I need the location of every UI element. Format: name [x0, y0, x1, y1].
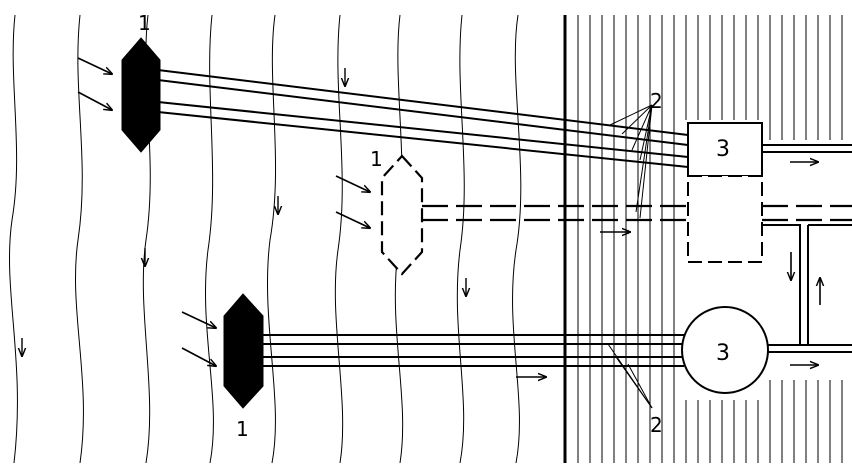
label-pipes-upper: 2 [650, 89, 663, 113]
label-intake-middle: 1 [370, 147, 383, 171]
label-2-leaders [607, 104, 653, 409]
flow-arrows [22, 68, 466, 356]
label-unit-circle: 3 [716, 341, 730, 366]
intake-bottom-shape [223, 293, 264, 409]
label-intake-top: 1 [138, 11, 151, 35]
upper-pipes [157, 69, 689, 168]
label-pipes-lower: 2 [650, 413, 663, 437]
intake-middle-shape [380, 154, 424, 276]
lower-pipes [262, 334, 684, 367]
intake-top-shape [121, 37, 161, 153]
unit-square [687, 122, 763, 177]
unit-circle [681, 306, 769, 394]
middle-dashed-pipes [422, 204, 852, 222]
label-unit-square: 3 [716, 137, 730, 162]
unit-dashed-block [687, 175, 763, 263]
intake-arrows [77, 57, 370, 366]
outlet-pipes [762, 144, 852, 353]
hatched-zone [563, 15, 843, 463]
label-intake-bottom: 1 [236, 417, 249, 441]
pipe-flow-arrows [516, 162, 820, 377]
